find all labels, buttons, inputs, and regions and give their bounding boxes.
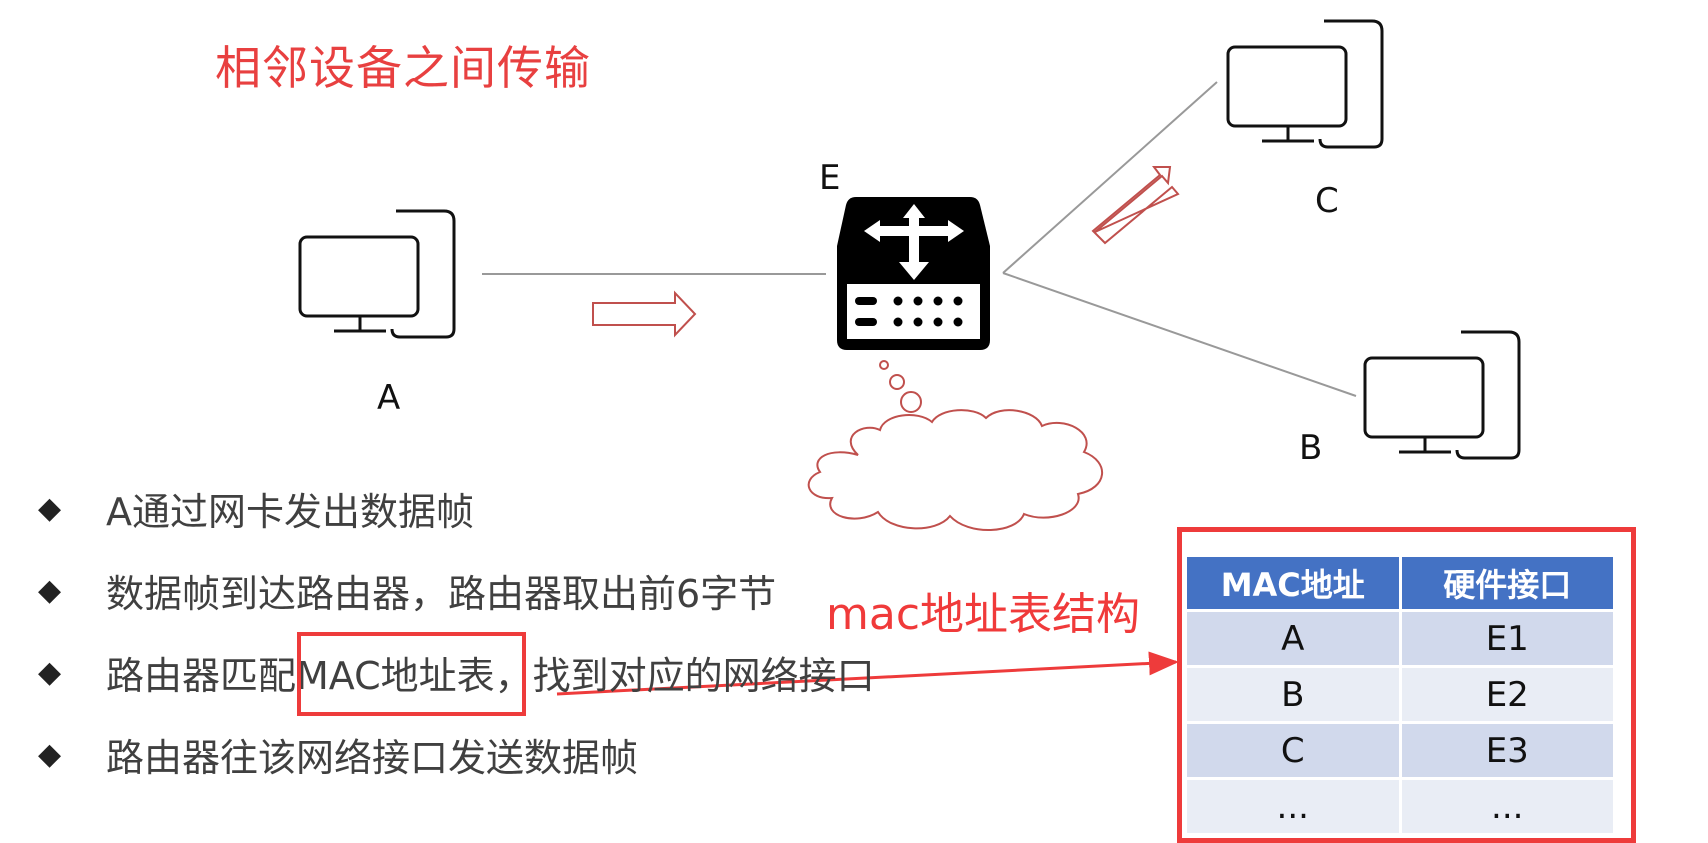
table-cell: B [1187, 668, 1399, 721]
annotation-mac-table-structure: mac地址表结构 [826, 589, 1141, 640]
table-cell: A [1187, 612, 1399, 665]
label-router-e: E [819, 158, 841, 198]
column-header-mac: MAC地址 [1187, 557, 1399, 609]
diamond-icon: ◆ [38, 572, 62, 608]
bullet-text: A通过网卡发出数据帧 [106, 489, 474, 534]
table-row: A E1 [1187, 612, 1613, 665]
link-router-b [1002, 272, 1357, 397]
list-item: ◆ 路由器匹配MAC地址表，找到对应的网络接口 [38, 642, 875, 702]
table-row: C E3 [1187, 724, 1613, 777]
link-router-c [1002, 81, 1218, 274]
computer-b-icon [1363, 330, 1521, 460]
list-item: ◆ 路由器往该网络接口发送数据帧 [38, 724, 638, 784]
diamond-icon: ◆ [38, 736, 62, 772]
mac-address-table: MAC地址 硬件接口 A E1 B E2 C E3 ... ... [1184, 554, 1616, 836]
arrow-right-icon [592, 290, 697, 338]
table-row: B E2 [1187, 668, 1613, 721]
slide-title: 相邻设备之间传输 [215, 41, 591, 95]
table-cell: E2 [1401, 668, 1613, 721]
table-cell: E3 [1401, 724, 1613, 777]
bullet-text: 路由器匹配MAC地址表，找到对应的网络接口 [106, 653, 875, 698]
router-icon [837, 197, 990, 350]
computer-c-icon [1226, 19, 1384, 149]
bullet-text: 数据帧到达路由器，路由器取出前6字节 [106, 571, 777, 616]
label-c: C [1315, 181, 1339, 221]
mac-table-highlight-box [297, 632, 526, 716]
diamond-icon: ◆ [38, 654, 62, 690]
diamond-icon: ◆ [38, 490, 62, 526]
pointer-arrow [556, 651, 1179, 696]
list-item: ◆ A通过网卡发出数据帧 [38, 478, 474, 538]
label-a: A [377, 378, 401, 418]
thought-cloud-icon [807, 360, 1103, 531]
table-cell: C [1187, 724, 1399, 777]
table-header-row: MAC地址 硬件接口 [1187, 557, 1613, 609]
table-cell: ... [1401, 780, 1613, 833]
table-row: ... ... [1187, 780, 1613, 833]
computer-a-icon [298, 209, 456, 339]
list-item: ◆ 数据帧到达路由器，路由器取出前6字节 [38, 560, 776, 620]
column-header-interface: 硬件接口 [1401, 557, 1613, 609]
table-cell: ... [1187, 780, 1399, 833]
bullet-text: 路由器往该网络接口发送数据帧 [106, 735, 639, 780]
label-b: B [1299, 428, 1323, 468]
arrow-up-right-icon [1091, 166, 1180, 245]
table-cell: E1 [1401, 612, 1613, 665]
